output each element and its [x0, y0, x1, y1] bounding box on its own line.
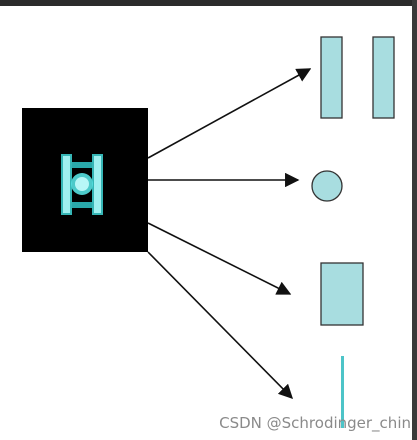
- vertical-bar-left: [320, 36, 343, 119]
- arrow-to-bars: [147, 68, 312, 159]
- output-circle: [311, 170, 343, 202]
- arrow-to-line: [147, 251, 294, 400]
- watermark-text: CSDN @Schrodinger_chin: [219, 414, 411, 432]
- right-frame-strip: [412, 0, 417, 440]
- output-rectangle: [320, 262, 364, 326]
- component-chip-icon: [61, 154, 103, 215]
- output-vertical-line: [341, 356, 344, 428]
- arrow-to-rectangle: [147, 222, 292, 295]
- top-frame-strip: [0, 0, 417, 6]
- vertical-bar-right: [372, 36, 395, 119]
- output-two-vertical-bars: [320, 36, 395, 119]
